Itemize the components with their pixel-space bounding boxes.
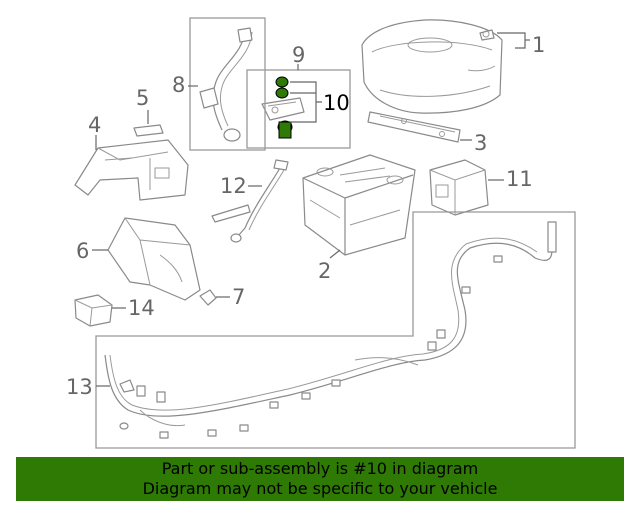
callout-5: 5 [136,86,149,110]
part-11-module [429,159,489,216]
part-4-battery-tray [74,139,189,201]
callout-11: 11 [506,167,533,191]
part-8-cable [199,27,253,142]
leader-2 [329,249,341,259]
callout-6: 6 [76,239,89,263]
notice-line-1: Part or sub-assembly is #10 in diagram [161,459,479,478]
notice-line-2: Diagram may not be specific to your vehi… [142,479,498,498]
part-2-battery [302,154,416,256]
part-7-clip [199,289,217,306]
callout-13: 13 [66,375,93,399]
notice-banner: Part or sub-assembly is #10 in diagram D… [16,457,624,501]
part-13-cable-harness [104,221,557,439]
part-10-grommets [275,76,293,139]
part-3-holddown [367,111,461,143]
detail-box-8 [189,17,266,151]
callout-7: 7 [232,285,245,309]
part-9-bracket [261,97,305,121]
callout-12: 12 [220,174,247,198]
part-5-pad [133,124,164,137]
part-6-duct [107,217,201,301]
detail-box-13 [95,211,576,449]
callout-14: 14 [128,296,155,320]
part-14-relay [74,294,113,327]
leader-10 [290,81,322,123]
part-1-clip [479,29,495,41]
parts-diagram: 1 9 10 8 3 5 [66,17,576,449]
callout-2: 2 [318,259,331,283]
callout-8: 8 [172,73,185,97]
part-1-battery-cover [361,19,503,114]
part-12-sensor-cable [211,159,289,243]
callout-1: 1 [532,33,545,57]
callout-10: 10 [323,91,350,115]
callout-3: 3 [474,131,487,155]
callout-4: 4 [88,113,101,137]
callout-9: 9 [292,43,305,67]
